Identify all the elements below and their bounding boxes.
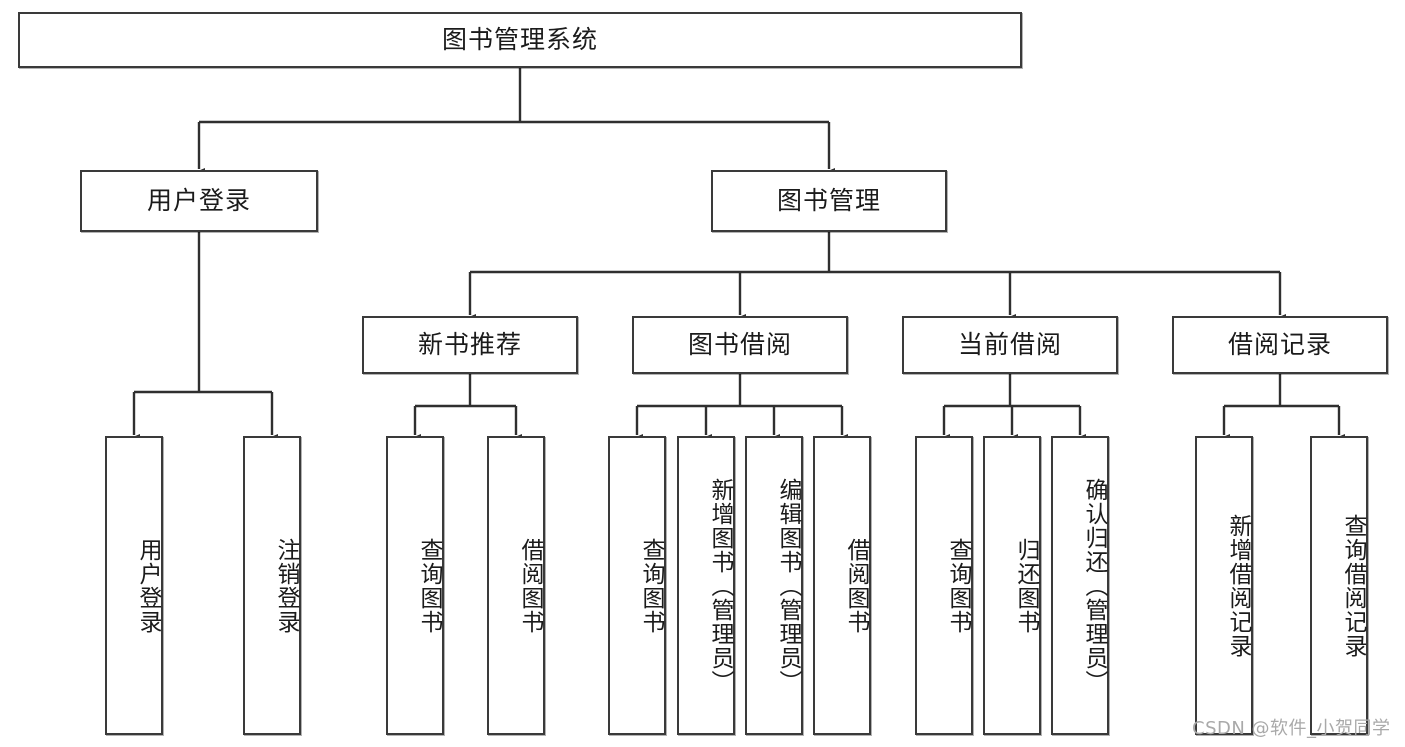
node-leaf-borrow-book-1[interactable]: 借阅图书	[487, 436, 545, 735]
node-new-book-rec[interactable]: 新书推荐	[362, 316, 578, 374]
watermark: CSDN @软件_小贺同学	[1192, 718, 1391, 739]
node-leaf-query-book-2[interactable]: 查询图书	[608, 436, 666, 735]
node-leaf-return-book[interactable]: 归还图书	[983, 436, 1041, 735]
node-book-borrow-label: 图书借阅	[687, 330, 792, 360]
node-leaf-borrow-book-1-label: 借阅图书	[517, 537, 543, 634]
node-leaf-query-book-1-label: 查询图书	[416, 537, 442, 634]
node-new-book-rec-label: 新书推荐	[417, 330, 522, 360]
node-leaf-query-book-3[interactable]: 查询图书	[915, 436, 973, 735]
node-leaf-query-book-2-label: 查询图书	[638, 537, 664, 634]
node-book-manage[interactable]: 图书管理	[711, 170, 947, 232]
node-borrow-record-label: 借阅记录	[1227, 330, 1332, 360]
node-leaf-confirm-return-label: 确认归还（管理员）	[1081, 477, 1107, 694]
node-book-borrow[interactable]: 图书借阅	[632, 316, 848, 374]
node-leaf-logout-label: 注销登录	[273, 537, 299, 634]
node-book-manage-label: 图书管理	[776, 186, 881, 216]
node-user-login[interactable]: 用户登录	[80, 170, 318, 232]
node-leaf-borrow-book-2-label: 借阅图书	[843, 537, 869, 634]
node-leaf-query-book-1[interactable]: 查询图书	[386, 436, 444, 735]
node-leaf-add-book-label: 新增图书（管理员）	[707, 477, 733, 694]
node-leaf-return-book-label: 归还图书	[1013, 537, 1039, 634]
node-leaf-edit-book[interactable]: 编辑图书（管理员）	[745, 436, 803, 735]
node-leaf-add-book[interactable]: 新增图书（管理员）	[677, 436, 735, 735]
node-leaf-user-login-label: 用户登录	[135, 537, 161, 634]
node-leaf-user-login[interactable]: 用户登录	[105, 436, 163, 735]
node-current-borrow[interactable]: 当前借阅	[902, 316, 1118, 374]
node-root[interactable]: 图书管理系统	[18, 12, 1022, 68]
node-leaf-borrow-book-2[interactable]: 借阅图书	[813, 436, 871, 735]
node-leaf-add-record-label: 新增借阅记录	[1225, 513, 1251, 658]
node-root-label: 图书管理系统	[441, 25, 598, 55]
node-leaf-edit-book-label: 编辑图书（管理员）	[775, 477, 801, 694]
node-leaf-query-record[interactable]: 查询借阅记录	[1310, 436, 1368, 735]
node-leaf-query-book-3-label: 查询图书	[945, 537, 971, 634]
node-leaf-query-record-label: 查询借阅记录	[1340, 513, 1366, 658]
node-user-login-label: 用户登录	[146, 186, 251, 216]
node-leaf-confirm-return[interactable]: 确认归还（管理员）	[1051, 436, 1109, 735]
node-leaf-logout[interactable]: 注销登录	[243, 436, 301, 735]
node-current-borrow-label: 当前借阅	[957, 330, 1062, 360]
node-leaf-add-record[interactable]: 新增借阅记录	[1195, 436, 1253, 735]
node-borrow-record[interactable]: 借阅记录	[1172, 316, 1388, 374]
